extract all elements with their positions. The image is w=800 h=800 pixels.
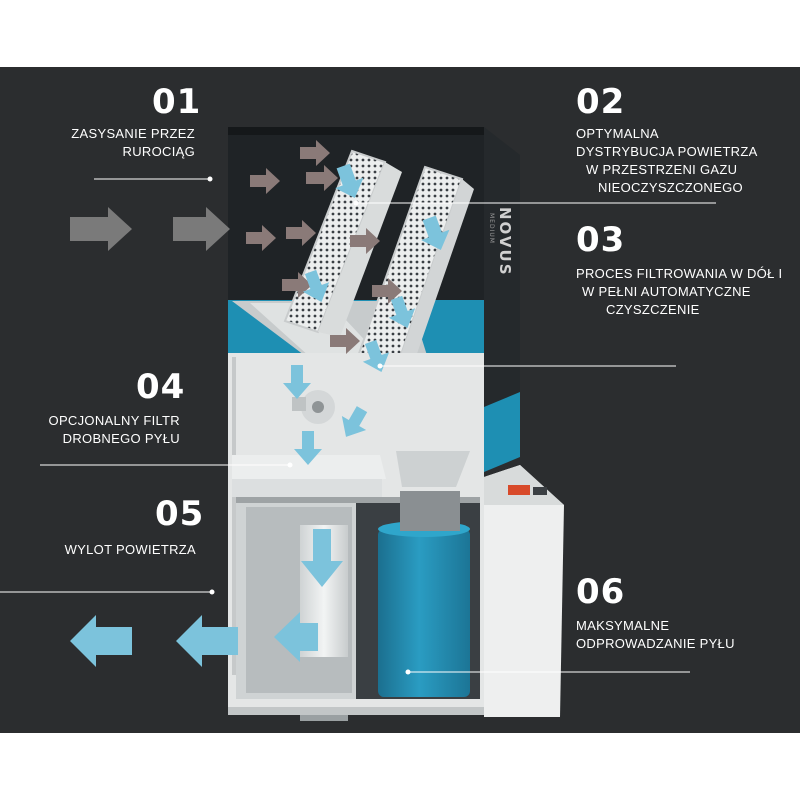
- callout-dot-05: [209, 589, 215, 595]
- step-number-01: 01: [152, 82, 202, 122]
- step-caption-line: OPTYMALNA: [576, 126, 659, 141]
- callout-dot-06: [405, 669, 411, 675]
- clean-air-arrow: [421, 215, 450, 250]
- machine-illustration: NOVUS MEDIUM: [0, 127, 716, 721]
- step-caption-line: NIEOCZYSZCZONEGO: [598, 180, 743, 195]
- divider-shelf: [236, 497, 480, 503]
- intake-arrows: [70, 207, 230, 251]
- dirty-air-arrow: [286, 220, 316, 246]
- step-caption-line: W PEŁNI AUTOMATYCZNE: [582, 284, 751, 299]
- callout-lines: [0, 178, 716, 673]
- step-caption-03: PROCES FILTROWANIA W DÓŁ I W PEŁNI AUTOM…: [576, 265, 782, 319]
- step-caption-02: OPTYMALNA DYSTRYBUCJA POWIETRZA W PRZEST…: [576, 125, 758, 197]
- upper-housing-side: [484, 127, 520, 437]
- callout-dots: [207, 176, 411, 675]
- step-caption-line: DYSTRYBUCJA POWIETRZA: [576, 144, 758, 159]
- step-number-05: 05: [155, 494, 205, 534]
- clean-air-arrow: [362, 339, 390, 373]
- intake-arrow-2: [173, 207, 230, 251]
- step-number-06: 06: [576, 572, 626, 612]
- step-caption-04: OPCJONALNY FILTR DROBNEGO PYŁU: [30, 412, 180, 448]
- clean-air-arrow: [283, 365, 311, 399]
- step-caption-line: MAKSYMALNE: [576, 618, 670, 633]
- step-caption-line: OPCJONALNY FILTR: [48, 413, 180, 428]
- clean-air-arrow: [388, 295, 416, 329]
- control-cabinet: [484, 465, 564, 717]
- callout-dot-03: [377, 363, 383, 369]
- dirty-air-arrow: [246, 225, 276, 251]
- step-caption-line: PROCES FILTROWANIA W DÓŁ I: [576, 266, 783, 281]
- step-number-03: 03: [576, 220, 626, 260]
- intake-arrow-1: [70, 207, 132, 251]
- dirty-air-arrow: [300, 140, 330, 166]
- clean-air-arrow: [341, 406, 368, 437]
- step-caption-06: MAKSYMALNE ODPROWADZANIE PYŁU: [576, 617, 735, 653]
- clean-air-arrow: [335, 163, 364, 198]
- dirty-air-arrow: [250, 168, 280, 194]
- dirty-air-arrow: [330, 328, 360, 354]
- clean-air-arrows: [274, 163, 450, 662]
- callout-dot-02: [353, 200, 359, 206]
- step-caption-line: RUROCIĄG: [122, 144, 195, 159]
- clean-air-arrow-down: [301, 529, 343, 587]
- outlet-arrow-2: [70, 615, 132, 667]
- brand-name: NOVUS: [496, 207, 514, 277]
- blue-band-side: [484, 392, 520, 472]
- collection-funnel: [396, 451, 470, 487]
- diagram-panel: NOVUS MEDIUM: [0, 67, 800, 733]
- step-caption-line: ZASYSANIE PRZEZ: [71, 126, 195, 141]
- callout-dot-04: [287, 462, 293, 468]
- clean-air-arrow-left: [274, 612, 318, 662]
- step-caption-05: WYLOT POWIETRZA: [30, 541, 196, 559]
- control-panel-button: [508, 485, 530, 495]
- fine-dust-filter-box: [232, 455, 386, 485]
- clean-air-arrow: [294, 431, 322, 465]
- step-caption-line: WYLOT POWIETRZA: [64, 542, 196, 557]
- outlet-arrow-1: [176, 615, 238, 667]
- step-caption-01: ZASYSANIE PRZEZ RUROCIĄG: [40, 125, 195, 161]
- step-caption-line: CZYSZCZENIE: [606, 302, 700, 317]
- step-caption-line: W PRZESTRZENI GAZU: [586, 162, 738, 177]
- clean-air-arrow: [302, 269, 330, 303]
- callout-dot-01: [207, 176, 213, 182]
- dust-drum: [378, 529, 470, 697]
- step-caption-line: DROBNEGO PYŁU: [62, 431, 180, 446]
- dirty-air-arrow: [350, 228, 380, 254]
- dirty-air-arrow: [372, 278, 402, 304]
- brand-sub: MEDIUM: [488, 213, 495, 244]
- step-number-02: 02: [576, 82, 626, 122]
- brand-logo: NOVUS MEDIUM: [488, 207, 514, 277]
- lower-housing: [228, 353, 564, 721]
- dirty-air-arrow: [306, 165, 338, 191]
- step-caption-line: ODPROWADZANIE PYŁU: [576, 636, 735, 651]
- outlet-arrows: [70, 615, 238, 667]
- step-number-04: 04: [136, 367, 186, 407]
